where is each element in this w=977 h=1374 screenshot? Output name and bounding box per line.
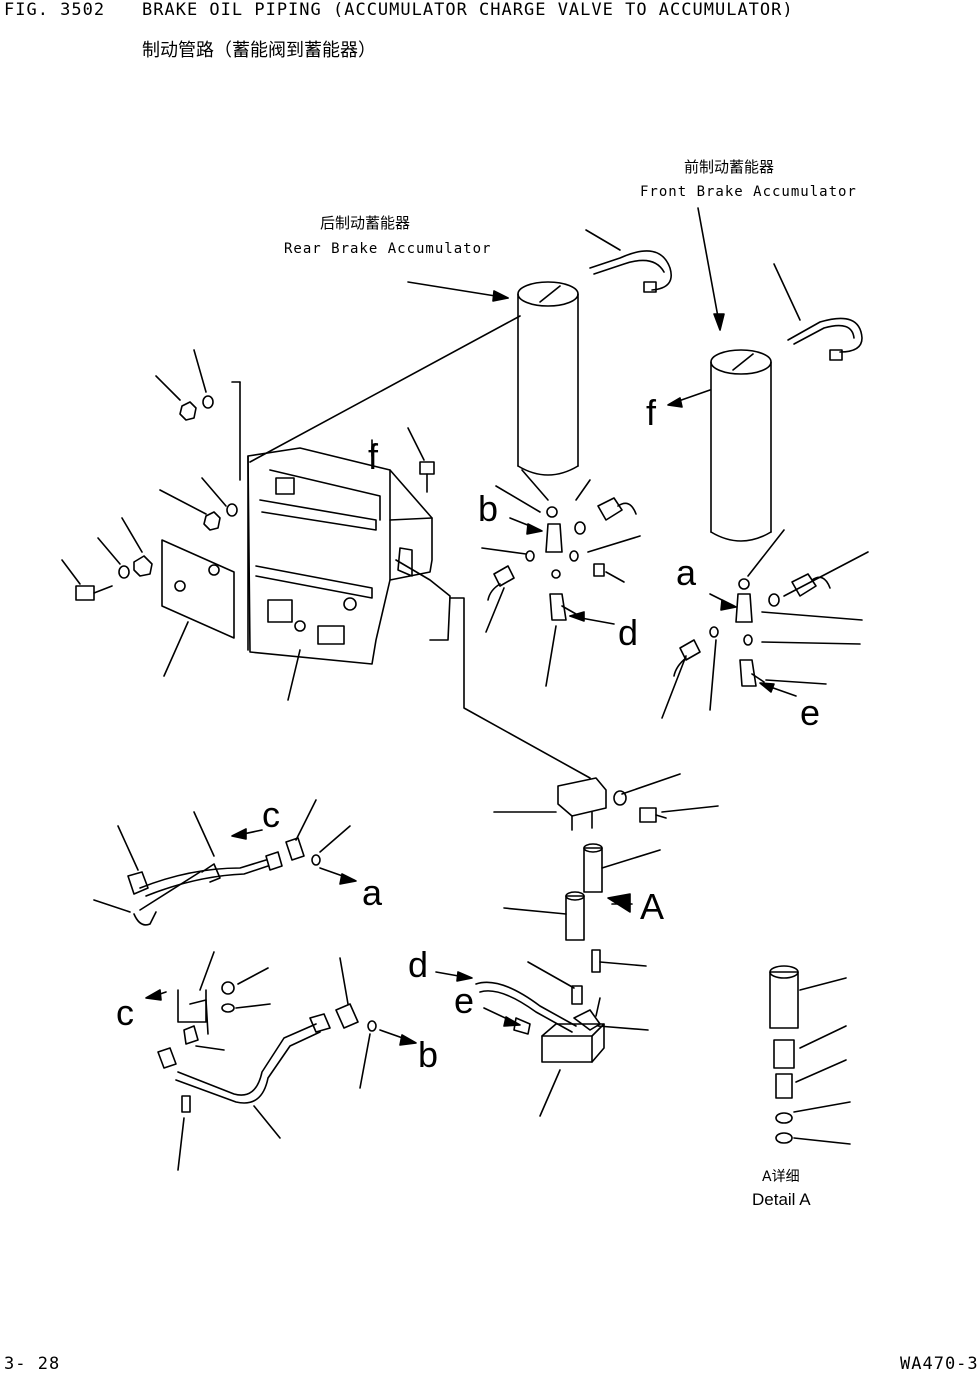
bolt xyxy=(408,428,434,492)
detail-a-label-en: Detail A xyxy=(752,1190,811,1209)
front-accumulator xyxy=(711,350,771,541)
callout-f: f xyxy=(646,392,657,433)
rear-accumulator xyxy=(518,282,578,475)
callout-e: e xyxy=(454,980,475,1021)
callout-detail-a: A xyxy=(640,886,665,927)
rear-fittings xyxy=(482,470,640,686)
callout-a: a xyxy=(362,872,383,913)
left-lower-pipe xyxy=(146,952,416,1170)
callout-a: a xyxy=(676,552,697,593)
front-fittings xyxy=(662,530,868,718)
callout-d: d xyxy=(408,944,429,985)
figure-title-cn: 制动管路（蓄能阀到蓄能器） xyxy=(142,40,376,61)
lower-valve-assembly xyxy=(476,774,718,1116)
model-number: WA470-3 xyxy=(900,1354,977,1374)
charge-valve-block xyxy=(248,440,450,664)
callout-e: e xyxy=(800,692,821,733)
detail-a-parts xyxy=(770,966,850,1144)
rear-accumulator-label-cn: 后制动蓄能器 xyxy=(320,214,411,232)
callout-c: c xyxy=(116,992,134,1033)
left-fasteners xyxy=(62,350,300,700)
detail-a-label-cn: A详细 xyxy=(762,1169,800,1185)
bracket-plate xyxy=(162,540,234,676)
callout-b: b xyxy=(418,1034,439,1075)
figure-title-en: BRAKE OIL PIPING (ACCUMULATOR CHARGE VAL… xyxy=(142,0,794,20)
figure-number: FIG. 3502 xyxy=(4,0,106,20)
page-number: 3- 28 xyxy=(4,1354,61,1374)
rear-accumulator-label-en: Rear Brake Accumulator xyxy=(284,241,492,257)
front-accumulator-label-en: Front Brake Accumulator xyxy=(640,184,857,200)
callout-b: b xyxy=(478,488,499,529)
callout-d: d xyxy=(618,612,639,653)
callout-f: f xyxy=(368,436,379,477)
callout-c: c xyxy=(262,794,280,835)
front-accumulator-label-cn: 前制动蓄能器 xyxy=(684,158,775,176)
left-upper-pipe xyxy=(94,800,356,925)
